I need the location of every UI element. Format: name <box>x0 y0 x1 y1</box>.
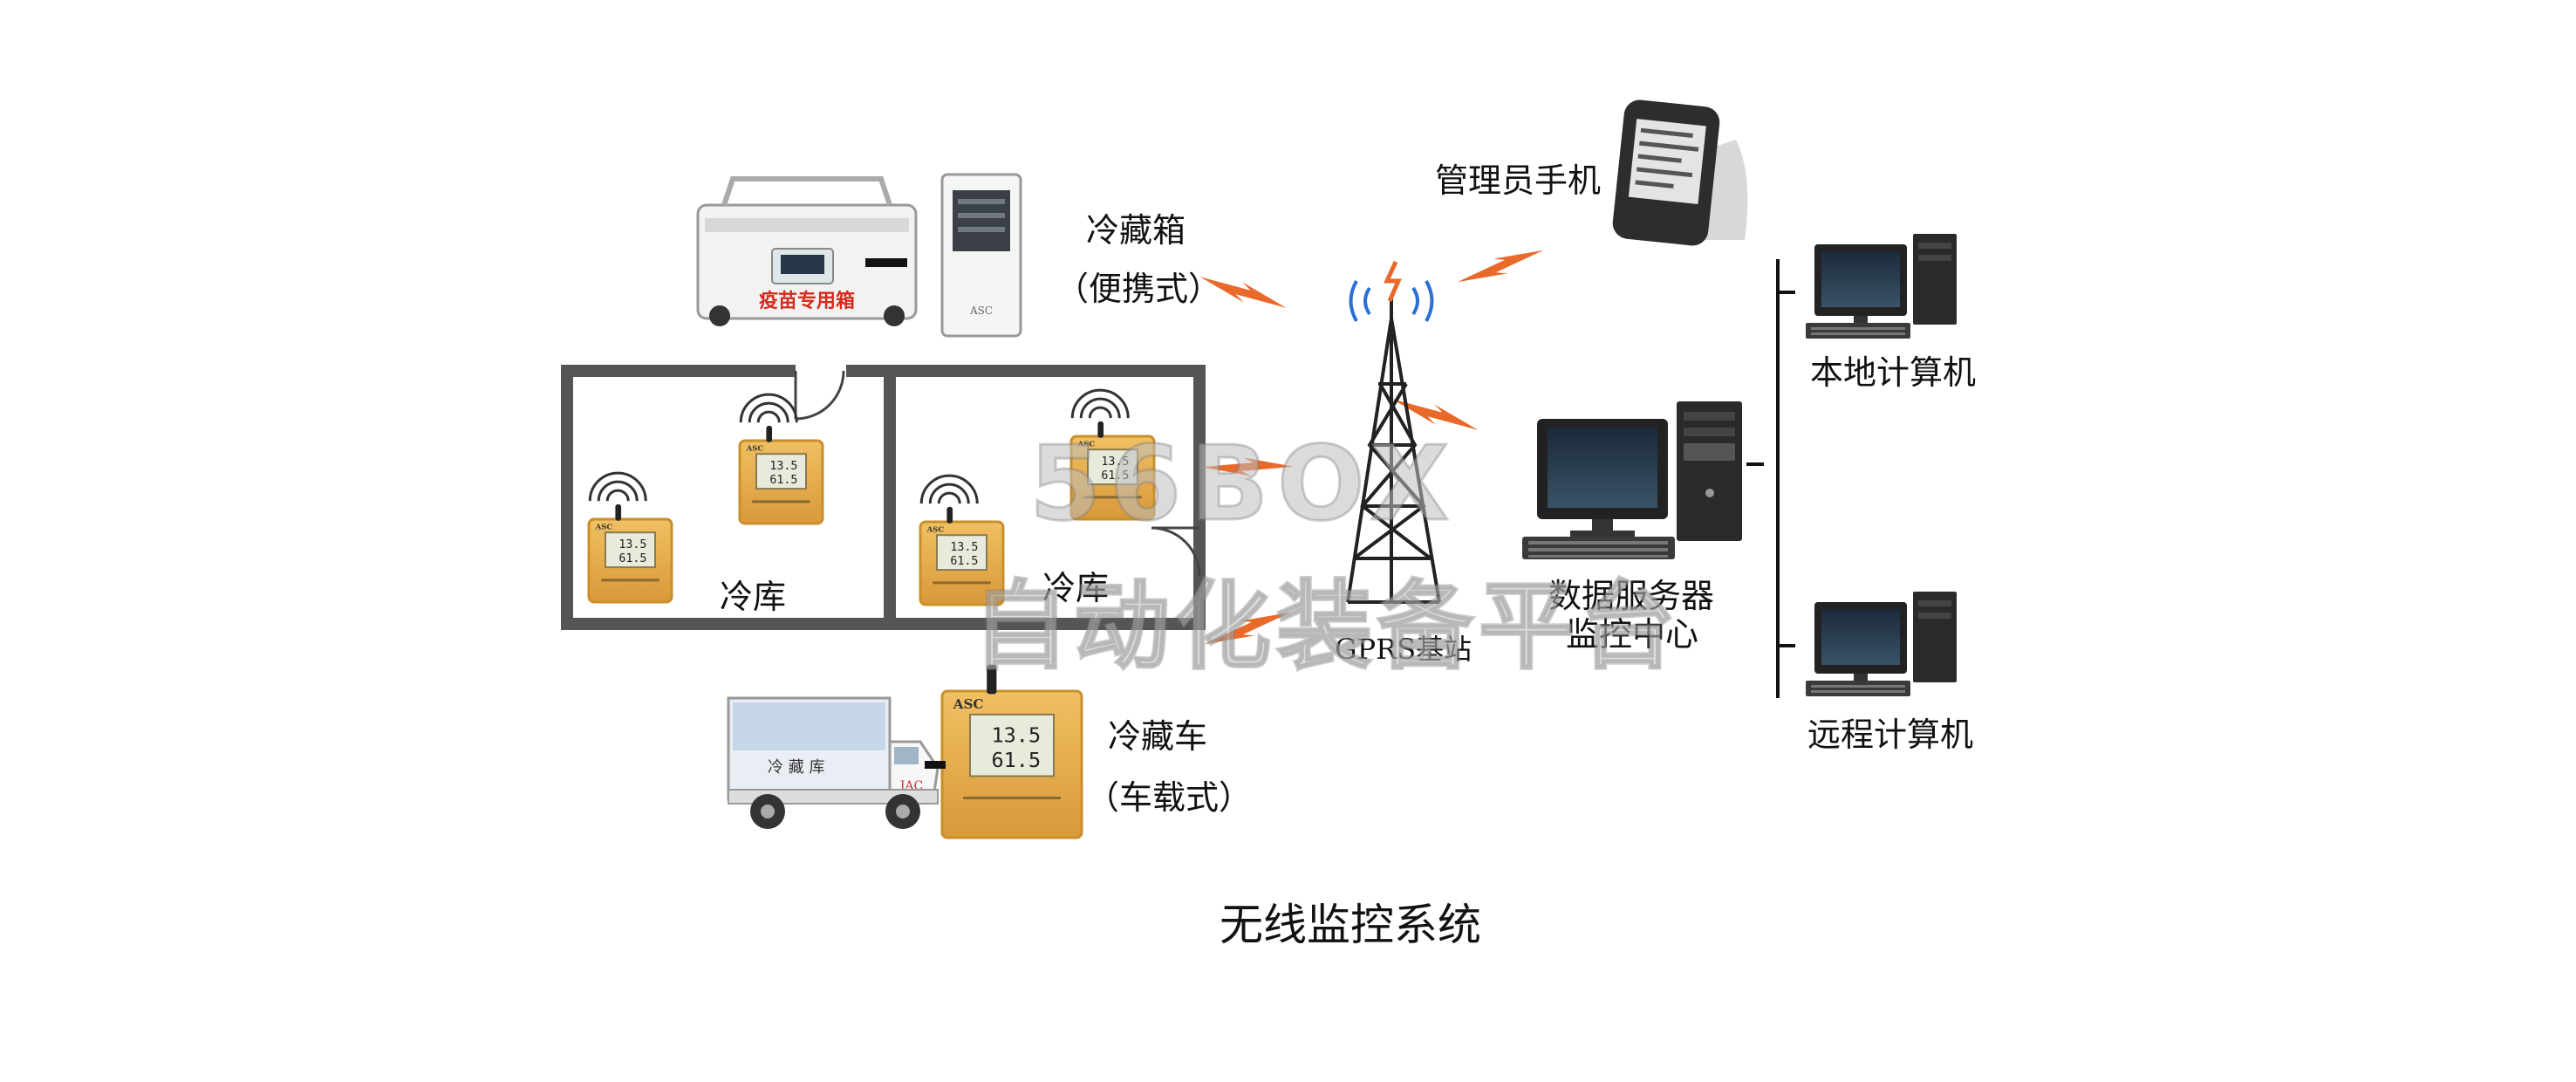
watermark-line1: 56BOX <box>1028 422 1459 545</box>
signal-bolt-phone <box>1457 250 1544 283</box>
wifi-signal-icon <box>919 474 979 504</box>
gprs-tower-image <box>1346 297 1441 604</box>
server-monitor-image <box>1522 419 1675 559</box>
logger-room2-b: 13.561.5 ASC <box>1069 388 1156 521</box>
cold-room-1-label: 冷库 <box>720 578 787 616</box>
logger-humidity-reading: 61.5 <box>618 552 646 565</box>
reefer-truck-label: 冷藏车 <box>1108 717 1208 756</box>
logger-brand: ASC <box>595 523 613 531</box>
reefer-truck-type-label: （车载式） <box>1086 778 1253 817</box>
connector-dash <box>865 258 907 267</box>
tower-signal-icon <box>1349 260 1434 322</box>
local-computer-image <box>1806 234 1957 339</box>
logger-humidity-reading: 61.5 <box>769 474 797 487</box>
admin-phone-image <box>1612 99 1748 246</box>
logger-brand: ASC <box>1077 440 1096 449</box>
logger-humidity-reading: 61.5 <box>950 555 978 568</box>
svg-text:冷 藏 库: 冷 藏 库 <box>768 758 824 777</box>
logger-temp-reading: 13.5 <box>618 538 646 551</box>
cooler-box-label: 冷藏箱 <box>1086 211 1186 250</box>
logger-brand: ASC <box>926 525 945 534</box>
logger-humidity-reading: 61.5 <box>1101 469 1129 483</box>
logger-brand: ASC <box>953 696 984 712</box>
wifi-signal-icon <box>739 393 798 423</box>
logger-brand: ASC <box>746 444 764 453</box>
signal-bolt-truck <box>1204 612 1291 645</box>
receiver-brand: ASC <box>969 305 993 317</box>
wifi-signal-icon <box>588 471 647 502</box>
monitor-center-label: 监控中心 <box>1566 615 1699 654</box>
door-2 <box>1151 526 1201 577</box>
reefer-truck-image: 冷 藏 库 JAC <box>727 696 940 829</box>
logger-temp-reading: 13.5 <box>769 460 797 473</box>
signal-bolt-room <box>1201 457 1294 476</box>
gprs-station-label: GPRS基站 <box>1335 633 1472 666</box>
data-server-label: 数据服务器 <box>1548 577 1715 615</box>
wifi-signal-icon <box>1070 388 1130 419</box>
logger-room1-a: 13.561.5 ASC <box>587 471 673 604</box>
door-1 <box>794 370 845 421</box>
server-tower-image <box>1677 401 1742 541</box>
remote-computer-image <box>1806 592 1957 696</box>
admin-phone-label: 管理员手机 <box>1435 161 1602 200</box>
local-computer-label: 本地计算机 <box>1810 353 1977 392</box>
logger-humidity-reading: 61.5 <box>991 748 1041 772</box>
logger-temp-reading: 13.5 <box>991 723 1041 748</box>
handheld-receiver-image: ASC <box>940 173 1022 338</box>
logger-temp-reading: 13.5 <box>950 541 978 554</box>
remote-computer-label: 远程计算机 <box>1807 716 1974 754</box>
diagram-title: 无线监控系统 <box>1220 900 1481 950</box>
cooler-box-print: 疫苗专用箱 <box>759 290 855 312</box>
network-bracket <box>1746 259 1795 698</box>
logger-temp-reading: 13.5 <box>1101 455 1129 469</box>
truck-connector-dash <box>925 761 946 769</box>
logger-room1-b: 13.561.5 ASC <box>738 393 824 525</box>
signal-bolt-cooler <box>1199 277 1287 308</box>
signal-bolt-server <box>1391 399 1479 430</box>
watermark-line2: 自动化装备平台 <box>972 570 1681 684</box>
logger-room2-a: 13.561.5 ASC <box>919 474 1005 606</box>
cooler-box-image: 疫苗专用箱 <box>696 176 918 326</box>
cold-room-walls <box>561 365 1206 630</box>
cold-room-2-label: 冷库 <box>1042 569 1110 607</box>
cooler-box-type-label: （便携式） <box>1056 270 1222 308</box>
logger-truck: 13.561.5 ASC <box>940 664 1083 839</box>
